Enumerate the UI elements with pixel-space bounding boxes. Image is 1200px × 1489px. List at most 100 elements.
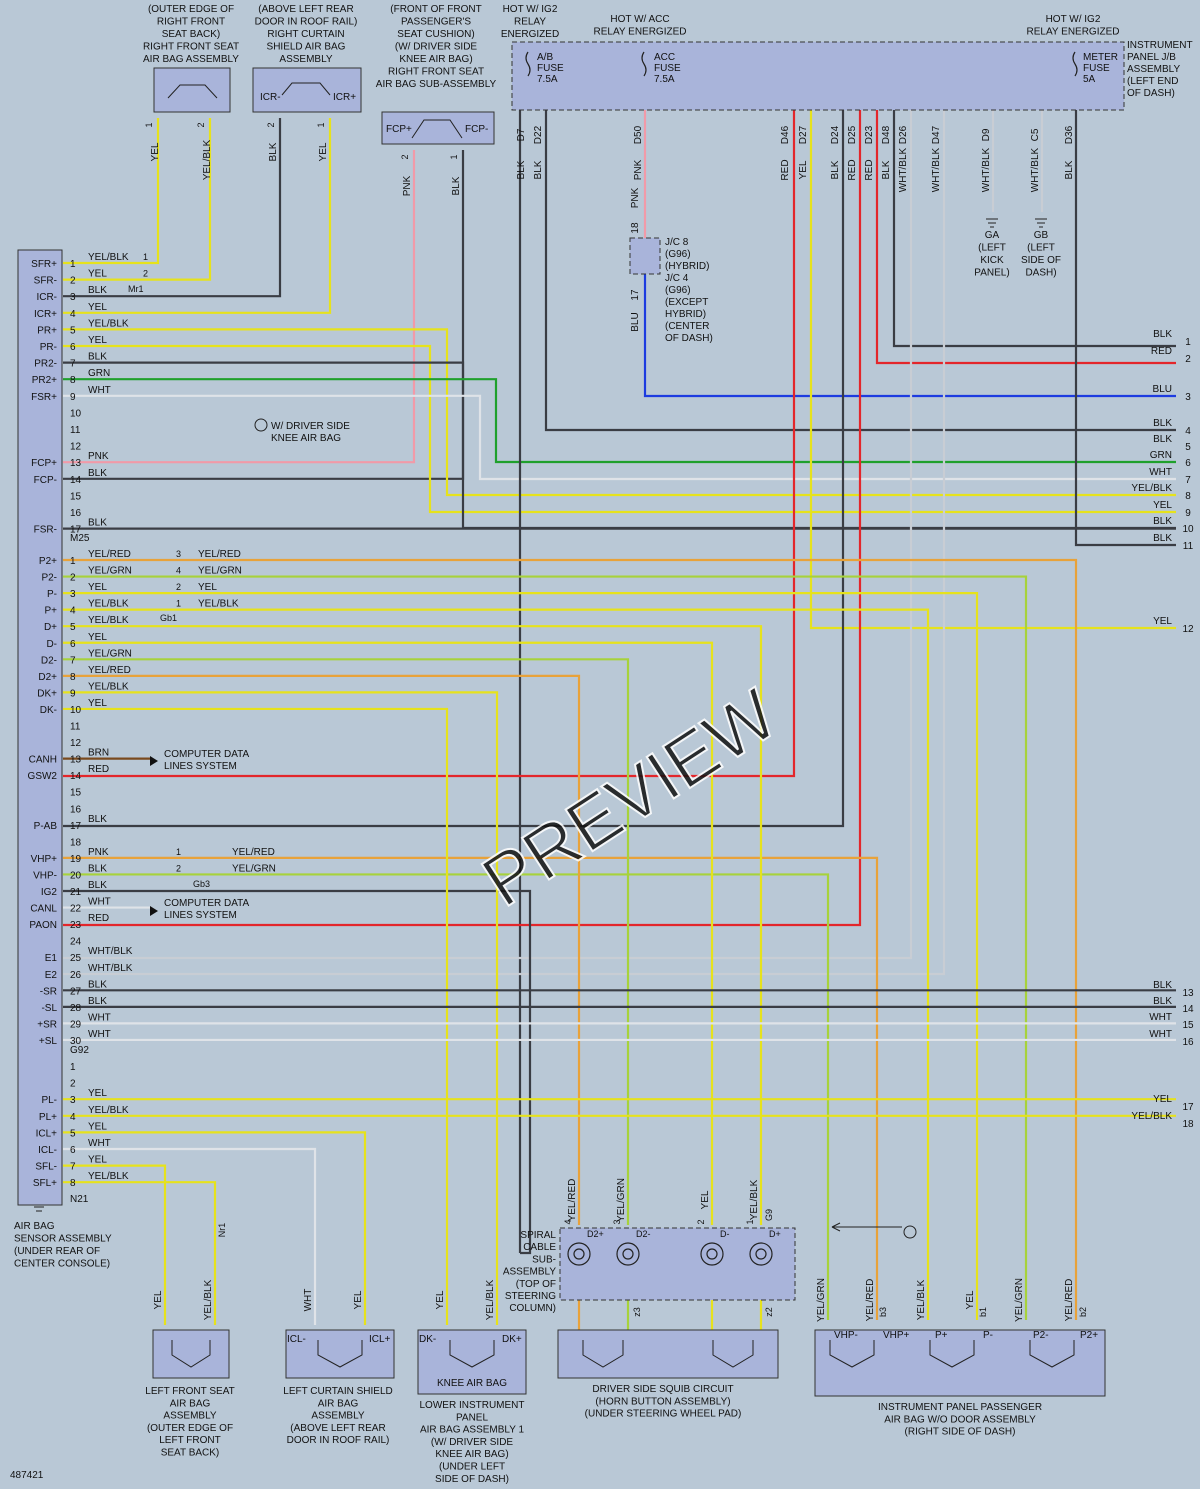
- bottom-caption: LEFT CURTAIN SHIELD: [283, 1386, 392, 1397]
- connector-id: M25: [70, 533, 90, 544]
- bottom-wire-color: YEL: [435, 1290, 446, 1309]
- wire-color-label: BLK: [451, 176, 462, 195]
- right-wire-color: BLK: [1153, 980, 1172, 991]
- right-edge-number: 12: [1182, 624, 1194, 635]
- relay-label: HOT W/ IG2: [503, 4, 558, 15]
- preview-watermark: PREVIEW: [469, 674, 791, 922]
- right-wire-color: BLU: [1153, 384, 1172, 395]
- wire-p2-minus: [63, 575, 1028, 1320]
- wire-d27: [809, 80, 1176, 630]
- relay-label: ENERGIZED: [501, 29, 559, 40]
- sensor-pin-number: 2: [70, 573, 76, 584]
- right-wire-color: BLK: [1153, 516, 1172, 527]
- wire-color-label: WHT: [88, 1138, 111, 1149]
- spiral-caption: ASSEMBLY: [503, 1267, 556, 1278]
- right-edge-number: 9: [1185, 508, 1191, 519]
- spiral-terminal: D+: [769, 1229, 781, 1239]
- jb-caption: (LEFT END: [1127, 76, 1179, 87]
- wire-p-ab: [63, 66, 845, 828]
- jb-wire-color: WHT/BLK: [1030, 147, 1041, 192]
- sensor-terminal-label: D2-: [41, 655, 57, 666]
- spiral-coil-icon: [700, 1242, 724, 1266]
- arrow-icon: [831, 1222, 902, 1232]
- sensor-terminal-label: PR2-: [34, 359, 57, 370]
- sensor-pin-number: 4: [70, 606, 76, 617]
- component-caption: AIR BAG ASSEMBLY: [143, 54, 239, 65]
- spiral-caption: (TOP OF: [516, 1279, 556, 1290]
- inline-connector-id: Mr1: [128, 284, 144, 294]
- jc-pin: 17: [630, 289, 641, 301]
- sensor-pin-number: 26: [70, 970, 82, 981]
- jb-caption: ASSEMBLY: [1127, 64, 1180, 75]
- spiral-coil-icon: [622, 1248, 634, 1260]
- right-wire-color: YEL: [1153, 1094, 1172, 1105]
- sensor-caption: SENSOR ASSEMBLY: [14, 1234, 112, 1245]
- right-edge-number: 13: [1182, 988, 1194, 999]
- terminal-label: ICR+: [333, 92, 356, 103]
- wire-color-label: YEL: [88, 269, 107, 280]
- squib-symbol: [449, 1340, 495, 1368]
- right-wire-color: BLK: [1153, 533, 1172, 544]
- jb-wire-color: RED: [864, 159, 875, 180]
- components-layer: [17, 41, 1125, 1397]
- sensor-pin-number: 4: [70, 309, 76, 320]
- fuse-label: ACC: [654, 52, 675, 63]
- wire-color-label: YEL/BLK: [88, 1171, 129, 1182]
- spiral-caption: CABLE: [523, 1242, 556, 1253]
- sensor-pin-number: 25: [70, 953, 82, 964]
- wire-color-label: PNK: [88, 451, 109, 462]
- wire-color-label: GRN: [88, 368, 110, 379]
- sensor-pin-number: 13: [70, 755, 82, 766]
- sensor-terminal-label: CANH: [29, 755, 57, 766]
- right-edge-number: 17: [1182, 1102, 1194, 1113]
- sensor-terminal-label: SFR+: [31, 259, 57, 270]
- bottom-caption: SIDE OF DASH): [435, 1474, 509, 1485]
- wire-color-label: BLK: [88, 352, 107, 363]
- component-caption: RIGHT FRONT SEAT: [388, 67, 484, 78]
- terminal-label: P+: [935, 1330, 948, 1341]
- wire-color-label: YEL/BLK: [88, 615, 129, 626]
- jb-wire-color: YEL: [798, 160, 809, 179]
- bottom-wire-color: YEL/GRN: [816, 1278, 827, 1322]
- fuse-label: 5A: [1083, 74, 1096, 85]
- bottom-caption: PANEL: [456, 1412, 488, 1423]
- jb-pin-label: D46: [780, 125, 791, 144]
- left-curtain-airbag: [285, 1329, 395, 1379]
- sensor-pin-number: 3: [70, 1095, 76, 1106]
- sensor-terminal-label: +SL: [39, 1036, 58, 1047]
- bottom-caption: (OUTER EDGE OF: [147, 1423, 233, 1434]
- connector-id: G92: [70, 1045, 89, 1056]
- sensor-terminal-label: DK+: [37, 688, 57, 699]
- mate-wire-color: YEL/RED: [198, 549, 241, 560]
- component-caption: RIGHT FRONT SEAT: [143, 42, 239, 53]
- sensor-pin-number: 5: [70, 1128, 76, 1139]
- fuse-label: METER: [1083, 52, 1118, 63]
- sensor-pin-number: 5: [70, 622, 76, 633]
- sensor-caption: AIR BAG: [14, 1221, 55, 1232]
- component-caption: (ABOVE LEFT REAR: [258, 4, 353, 15]
- jb-pin-label: D50: [633, 125, 644, 144]
- fuse-symbol: [641, 51, 647, 77]
- spiral-caption: SUB-: [532, 1254, 556, 1265]
- wire-color-label: WHT: [88, 897, 111, 908]
- right-wire-color: RED: [1151, 346, 1172, 357]
- terminal-label: P2-: [1033, 1330, 1049, 1341]
- relay-label: RELAY ENERGIZED: [594, 27, 687, 38]
- arrow-icon: [150, 906, 158, 916]
- right-edge-number: 6: [1185, 458, 1191, 469]
- right-wire-color: YEL/BLK: [1131, 1111, 1172, 1122]
- figure-id: 487421: [10, 1470, 44, 1481]
- sensor-terminal-label: SFR-: [34, 276, 57, 287]
- right-wire-color: BLK: [1153, 434, 1172, 445]
- relay-label: RELAY ENERGIZED: [1027, 27, 1120, 38]
- sensor-pin-number: 27: [70, 986, 82, 997]
- bottom-wire-color: YEL: [353, 1290, 364, 1309]
- sensor-pin-number: 2: [70, 276, 76, 287]
- right-wire-color: WHT: [1149, 467, 1172, 478]
- fuse-label: A/B: [537, 52, 553, 63]
- right-edge-number: 8: [1185, 491, 1191, 502]
- spiral-pin: 1: [745, 1219, 755, 1224]
- terminal-label: FCP+: [386, 124, 412, 135]
- mate-pin: 1: [176, 599, 181, 609]
- spiral-coil-icon: [616, 1242, 640, 1266]
